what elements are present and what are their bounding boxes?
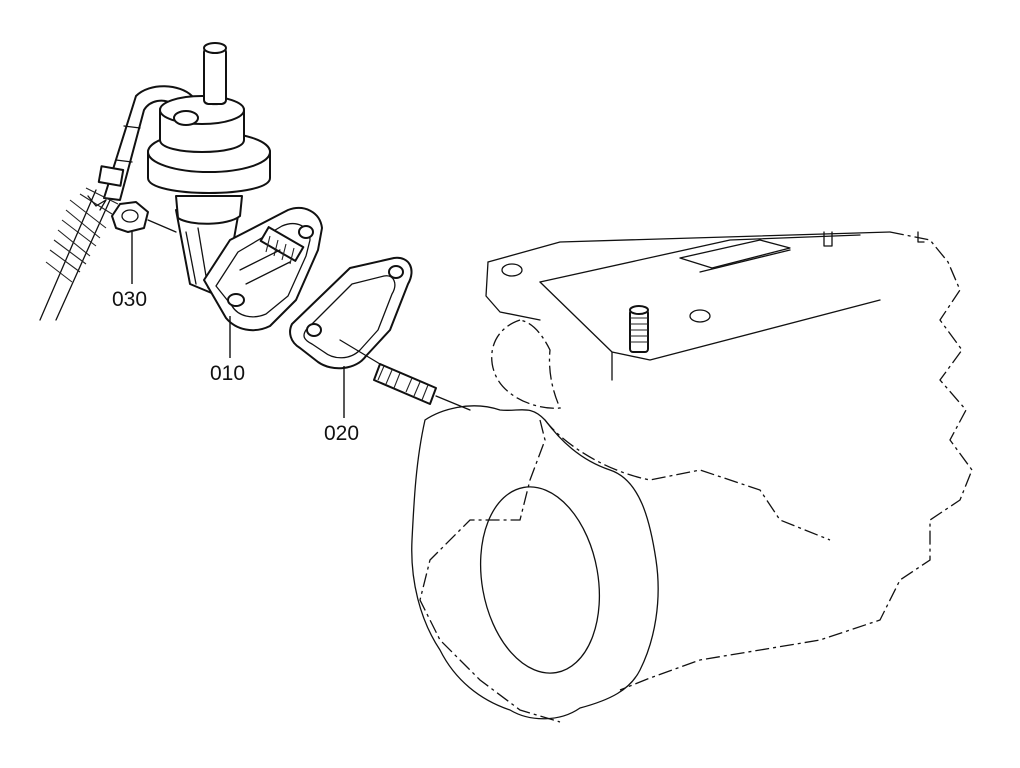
pump-flange	[203, 207, 323, 332]
nut	[111, 201, 177, 233]
deck-stud	[629, 305, 649, 353]
engine-block	[411, 231, 973, 723]
callout-020: 020	[324, 366, 359, 445]
callout-010: 010	[210, 316, 245, 385]
stud-bolt	[339, 339, 471, 411]
callout-020-label: 020	[324, 422, 359, 445]
callout-010-label: 010	[210, 362, 245, 385]
callout-030: 030	[112, 232, 147, 311]
callout-030-label: 030	[112, 288, 147, 311]
gasket	[289, 256, 413, 370]
